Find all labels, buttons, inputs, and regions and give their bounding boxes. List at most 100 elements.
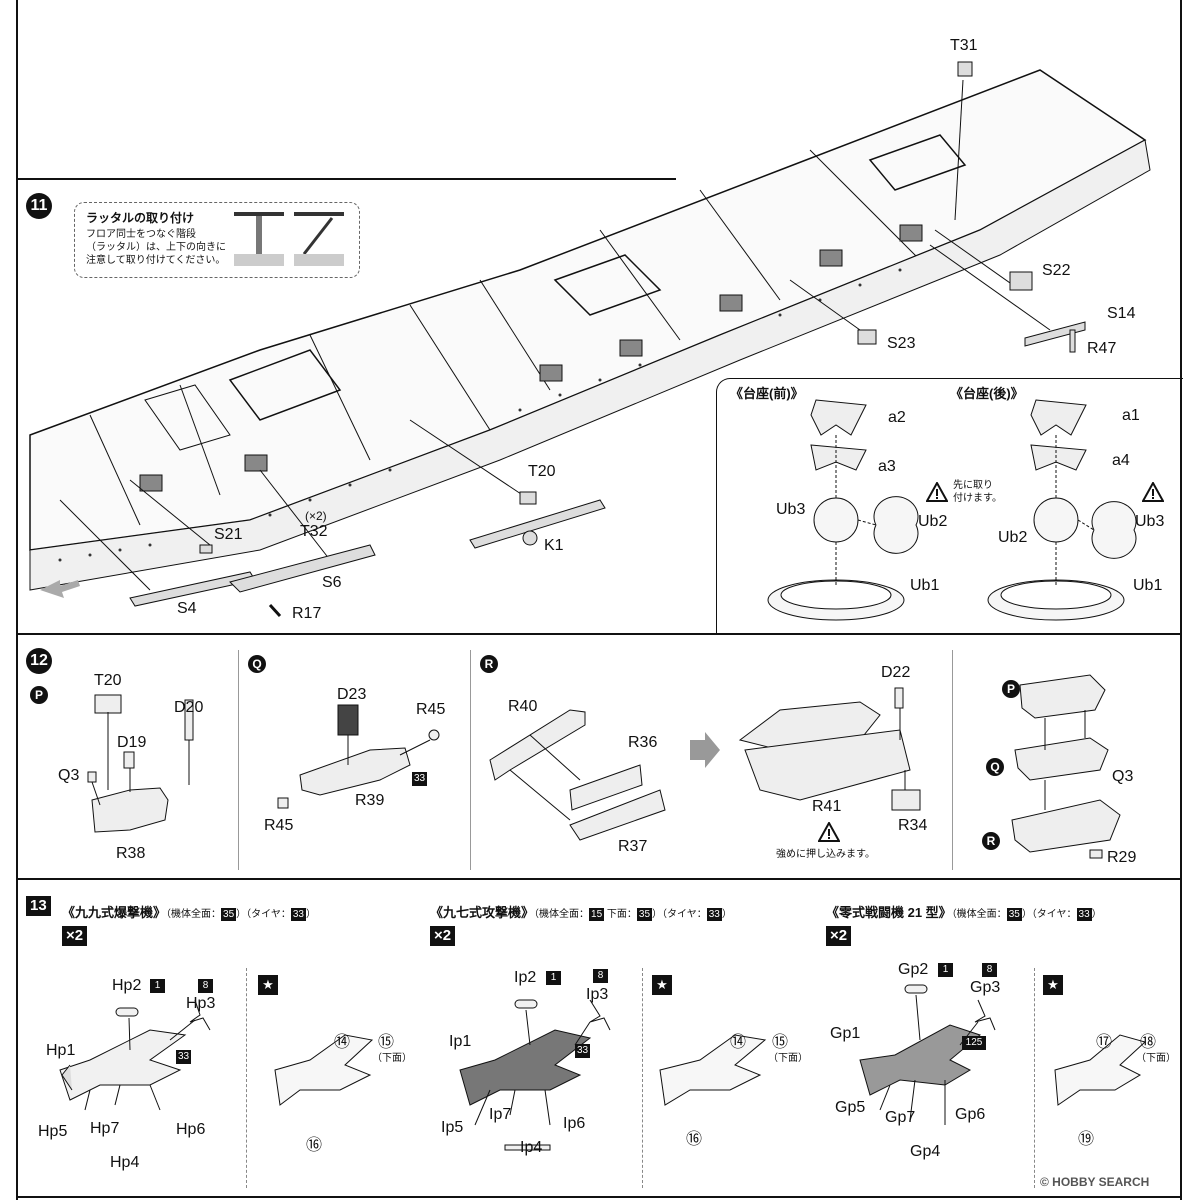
stand-rear-Ub2: Ub2 — [998, 529, 1028, 546]
part-Hp4: Hp4 — [110, 1154, 140, 1171]
part-T31: T31 — [950, 37, 978, 54]
step11-bottom-line — [16, 633, 1182, 635]
color-33: 33 — [176, 1050, 191, 1064]
part-Gp1: Gp1 — [830, 1025, 861, 1042]
warning-icon — [1142, 482, 1164, 502]
part-Ip5: Ip5 — [441, 1119, 464, 1136]
decal-16: ⑯ — [686, 1131, 703, 1148]
ladder-note-line1: フロア同士をつなぐ階段 — [86, 229, 196, 240]
q-part-D23: D23 — [337, 686, 367, 703]
part-R47: R47 — [1087, 340, 1117, 357]
part-R17: R17 — [292, 605, 322, 622]
part-T32: T32 — [300, 523, 328, 540]
stand-rear-title: 《台座(後)》 — [950, 386, 1024, 401]
part-S14: S14 — [1107, 305, 1136, 322]
step12-sep-3 — [952, 650, 953, 870]
decal-sep-2 — [642, 968, 643, 1188]
step12-drawings — [87, 674, 1121, 859]
part-Ip4: Ip4 — [520, 1139, 543, 1156]
subassembly-Q-marker: Q — [248, 655, 266, 673]
p-part-T20: T20 — [94, 672, 122, 689]
color-8: 8 — [198, 979, 213, 993]
part-Hp5: Hp5 — [38, 1123, 68, 1140]
final-part-R29: R29 — [1107, 849, 1137, 866]
star-icon: ★ — [652, 975, 672, 995]
q-part-R45b: R45 — [264, 817, 294, 834]
plane3-multiplier: ×2 — [826, 926, 852, 946]
r-part-R36: R36 — [628, 734, 658, 751]
carrier-hull-drawing — [29, 69, 1151, 598]
step12-number: 12 — [26, 648, 52, 674]
p-part-R38: R38 — [116, 845, 146, 862]
step11-number: 11 — [26, 193, 52, 219]
part-S4: S4 — [177, 600, 197, 617]
step13-number: 13 — [26, 896, 51, 916]
step12-sep-1 — [238, 650, 239, 870]
stand-rear-Ub3: Ub3 — [1135, 513, 1165, 530]
part-Gp6: Gp6 — [955, 1106, 986, 1123]
color-8: 8 — [593, 969, 608, 983]
decal-15: ⑮ — [772, 1034, 789, 1051]
footer-line — [16, 1196, 1182, 1198]
r-part-R37: R37 — [618, 838, 648, 855]
stand-panel — [716, 378, 1183, 635]
color-33: 33 — [575, 1044, 590, 1058]
plane3-title: 《零式戦闘機 21 型》（機体全面：35）（タイヤ：33） — [826, 905, 1102, 921]
part-Hp2: Hp2 — [112, 977, 142, 994]
decal-18: ⑱ — [1140, 1034, 1157, 1051]
stand-front-Ub2: Ub2 — [918, 513, 948, 530]
color-1: 1 — [150, 979, 165, 993]
right-border — [1180, 0, 1182, 1200]
ladder-diagram — [234, 212, 344, 266]
part-Gp2: Gp2 — [898, 961, 929, 978]
plane2-multiplier: ×2 — [430, 926, 456, 946]
press-note: 強めに押し込みます。 — [776, 849, 875, 860]
ladder-note-box — [74, 202, 360, 278]
stand-front-Ub3: Ub3 — [776, 501, 806, 518]
ladder-note-title: ラッタルの取り付け — [86, 211, 195, 225]
decal-14: ⑭ — [334, 1034, 351, 1051]
stand-front-a3: a3 — [878, 458, 896, 475]
underside-note: （下面） — [372, 1053, 412, 1064]
part-Hp7: Hp7 — [90, 1120, 120, 1137]
part-Hp3: Hp3 — [186, 995, 216, 1012]
r-part-R34: R34 — [898, 817, 928, 834]
warning-icon — [926, 482, 948, 502]
step11-leader-lines — [59, 61, 1086, 618]
subassembly-P-marker: P — [30, 686, 48, 704]
stand-front-a2: a2 — [888, 409, 906, 426]
plane1-multiplier: ×2 — [62, 926, 88, 946]
final-P-marker: P — [1002, 680, 1020, 698]
decal-15: ⑮ — [378, 1034, 395, 1051]
p-part-D19: D19 — [117, 734, 147, 751]
part-Gp4: Gp4 — [910, 1143, 941, 1160]
decal-19: ⑲ — [1078, 1131, 1095, 1148]
decal-14: ⑭ — [730, 1034, 747, 1051]
subassembly-R-marker: R — [480, 655, 498, 673]
warn-note-line1: 先に取り — [953, 480, 993, 491]
plane1-title: 《九九式爆撃機》（機体全面：35）（タイヤ：33） — [62, 905, 316, 921]
warning-icon — [818, 822, 840, 842]
part-Hp1: Hp1 — [46, 1042, 76, 1059]
stand-drawings — [767, 399, 1137, 621]
aircraft-drawings — [59, 984, 1146, 1151]
underside-note: （下面） — [768, 1053, 808, 1064]
ladder-note-line2: （ラッタル）は、上下の向きに — [86, 242, 226, 253]
r-part-R40: R40 — [508, 698, 538, 715]
stand-rear-Ub1: Ub1 — [1133, 577, 1163, 594]
step12-bottom-line — [16, 878, 1182, 880]
final-Q-marker: Q — [986, 758, 1004, 776]
part-Ip1: Ip1 — [449, 1033, 472, 1050]
plane2-title: 《九七式攻撃機》（機体全面：15 下面：35）（タイヤ：33） — [430, 905, 732, 921]
ladder-note-line3: 注意して取り付けてください。 — [86, 255, 226, 266]
color-8: 8 — [982, 963, 997, 977]
p-part-Q3: Q3 — [58, 767, 80, 784]
part-T32-count: (×2) — [305, 509, 327, 523]
decal-sep-1 — [246, 968, 247, 1188]
part-Ip6: Ip6 — [563, 1115, 586, 1132]
decal-sep-3 — [1034, 968, 1035, 1188]
part-S6: S6 — [322, 574, 342, 591]
stand-rear-a1: a1 — [1122, 407, 1140, 424]
star-icon: ★ — [1043, 975, 1063, 995]
stand-rear-a4: a4 — [1112, 452, 1130, 469]
